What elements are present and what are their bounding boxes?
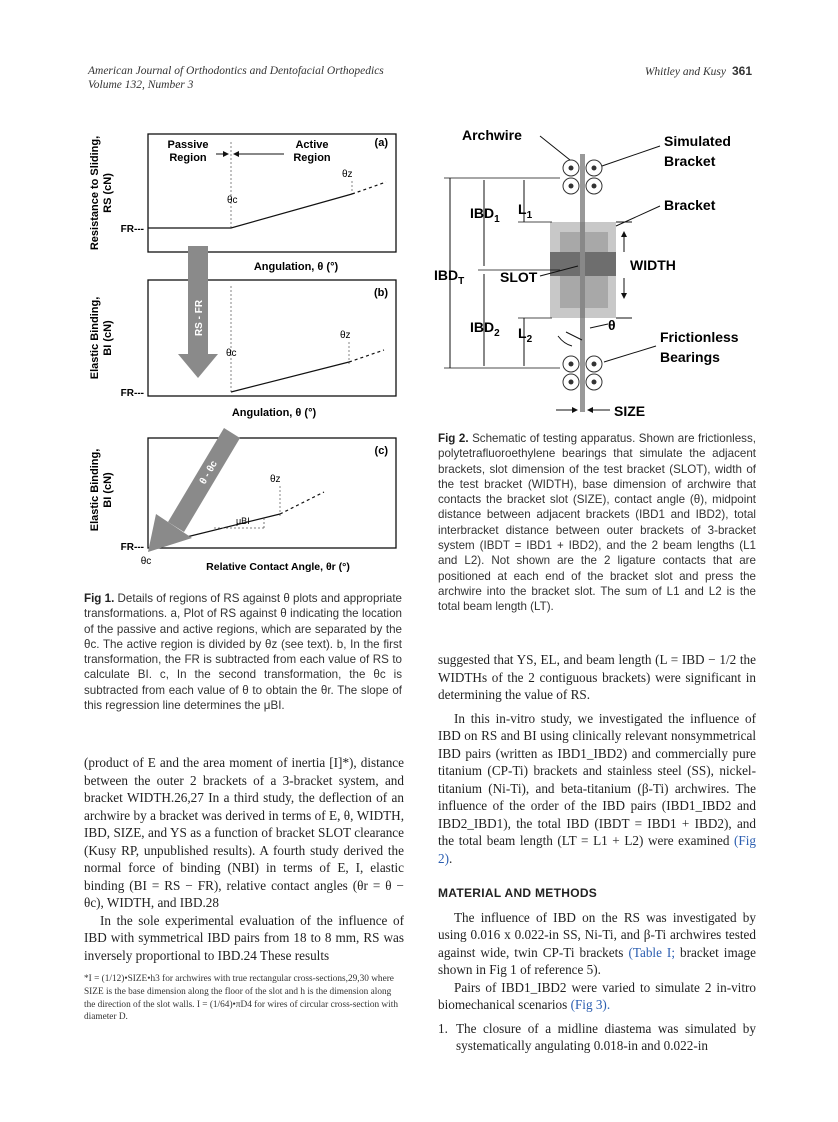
fig1-panel-c: Elastic Binding, BI (cN) (c) θz μBI FR--… [89, 428, 397, 573]
fig1b-theta-z: θz [340, 330, 351, 341]
left-body-p2: In the sole experimental evaluation of t… [84, 912, 404, 963]
figure-2: Archwire Simulated Bracket Bracket WIDTH… [434, 127, 739, 419]
fig1-theta-arrow: θ - θc [148, 428, 240, 552]
fig1c-mu: μBI [236, 516, 250, 526]
fig1-caption: Fig 1. Details of regions of RS against … [84, 591, 402, 713]
left-body-p1: (product of E and the area moment of ine… [84, 755, 404, 910]
right-body-p3: The influence of IBD on the RS was inves… [438, 909, 757, 978]
figure-1: Resistance to Sliding, RS (cN) Passive R… [89, 133, 397, 573]
fig1a-passive-1: Passive [168, 139, 209, 151]
fig2-bearings: Bearings [660, 349, 720, 365]
fig1a-theta-c: θc [227, 195, 238, 206]
fig1b-ylabel-2: BI (cN) [102, 320, 114, 356]
running-header-left: American Journal of Orthodontics and Den… [88, 64, 384, 92]
fig1-caption-text: Details of regions of RS against θ plots… [84, 592, 402, 713]
fig1c-xlabel: Relative Contact Angle, θr (°) [206, 561, 350, 573]
fig1c-tag: (c) [375, 445, 389, 457]
table1-ref-link[interactable]: (Table I; [628, 944, 675, 960]
right-body-p2: In this in-vitro study, we investigated … [438, 710, 757, 866]
running-header-right: Whitley and Kusy 361 [645, 64, 752, 79]
footnote-block: *I = (1/12)•SIZE•h3 for archwires with t… [84, 973, 404, 1024]
authors: Whitley and Kusy [644, 66, 726, 78]
bearings-top [562, 159, 603, 195]
theta-arc [557, 335, 573, 347]
fig1a-theta-z: θz [342, 169, 353, 180]
fig1c-theta-z: θz [270, 474, 281, 485]
right-body: suggested that YS, EL, and beam length (… [438, 651, 756, 1055]
fig1b-theta-c: θc [226, 348, 237, 359]
fig1c-ylabel-2: BI (cN) [102, 472, 114, 508]
fig1c-theta-c: θc [141, 556, 152, 567]
fig1b-xlabel: Angulation, θ (°) [232, 407, 317, 419]
fig2-width: WIDTH [630, 257, 676, 273]
fig1-panel-a: Resistance to Sliding, RS (cN) Passive R… [89, 133, 397, 273]
fig1b-ylabel-1: Elastic Binding, [89, 297, 101, 380]
fig1a-fr: FR--- [121, 224, 144, 235]
bearings-bottom [562, 355, 603, 391]
fig1a-tag: (a) [375, 137, 389, 149]
fig2-archwire: Archwire [462, 127, 522, 143]
fig1a-ylabel-2: RS (cN) [102, 173, 114, 213]
page-number: 361 [731, 64, 752, 78]
fig1a-ylabel-1: Resistance to Sliding, [89, 136, 101, 250]
fig1a-passive-2: Region [169, 152, 207, 164]
fig1c-ylabel-1: Elastic Binding, [89, 449, 101, 532]
fig2-ibd2: IBD2 [470, 319, 500, 339]
fig2-simulated: Simulated [664, 133, 731, 149]
journal-volume: Volume 132, Number 3 [88, 79, 194, 91]
fig1a-active-1: Active [295, 139, 328, 151]
fig1-caption-label: Fig 1. [84, 592, 115, 605]
right-body-p1: suggested that YS, EL, and beam length (… [438, 652, 756, 702]
fig3-ref-link[interactable]: (Fig 3). [570, 997, 611, 1012]
footnote: *I = (1/12)•SIZE•h3 for archwires with t… [84, 974, 398, 1023]
fig1a-xlabel: Angulation, θ (°) [254, 261, 339, 273]
section-heading: MATERIAL AND METHODS [438, 886, 598, 900]
fig1-rs-fr-arrow: RS - FR [178, 246, 218, 378]
fig2-theta: θ [608, 317, 616, 333]
fig2-caption-label: Fig 2. [438, 432, 469, 445]
fig1-rs-fr-label: RS - FR [194, 299, 205, 336]
fig2-l2: L2 [518, 325, 533, 345]
fig1b-fr: FR--- [121, 388, 144, 399]
fig2-ibd1: IBD1 [470, 205, 500, 225]
fig2-l1: L1 [518, 201, 533, 221]
fig2-size: SIZE [614, 403, 645, 419]
fig2-ref-link[interactable]: (Fig 2) [438, 833, 757, 866]
fig2-caption: Fig 2. Schematic of testing apparatus. S… [438, 431, 756, 615]
fig2-frictionless: Frictionless [660, 329, 739, 345]
right-body-p4: Pairs of IBD1_IBD2 were varied to simula… [438, 979, 756, 1013]
fig2-slot: SLOT [500, 269, 538, 285]
list-item: 1. The closure of a midline diastema was… [438, 1020, 756, 1054]
left-body: (product of E and the area moment of ine… [84, 754, 404, 964]
fig1a-active-2: Region [293, 152, 331, 164]
fig2-caption-text: Schematic of testing apparatus. Shown ar… [438, 432, 756, 614]
fig1b-tag: (b) [374, 287, 388, 299]
fig2-bracket: Bracket [664, 197, 716, 213]
fig1-panel-b: Elastic Binding, BI (cN) (b) θc θz FR---… [89, 246, 397, 419]
fig1c-fr: FR--- [121, 542, 144, 553]
fig2-simulated-bracket: Bracket [664, 153, 716, 169]
fig2-ibdt: IBDT [434, 267, 464, 287]
journal-title: American Journal of Orthodontics and Den… [88, 65, 384, 77]
